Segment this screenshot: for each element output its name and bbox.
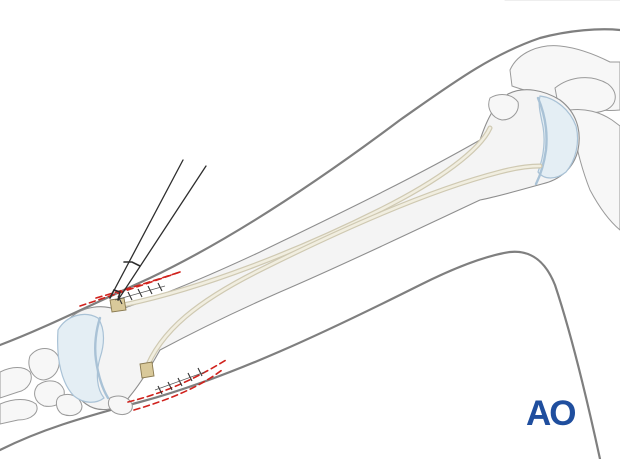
sutures — [114, 282, 206, 395]
nail-entry-tip-volar — [139, 361, 155, 379]
forceps-instrument — [109, 159, 207, 301]
incision-lines — [79, 271, 227, 411]
radius-bone — [57, 89, 580, 415]
hand-bones — [0, 348, 83, 425]
proximal-bones — [509, 45, 620, 231]
ao-logo: AO — [526, 394, 576, 433]
elastic-nails — [109, 125, 543, 379]
